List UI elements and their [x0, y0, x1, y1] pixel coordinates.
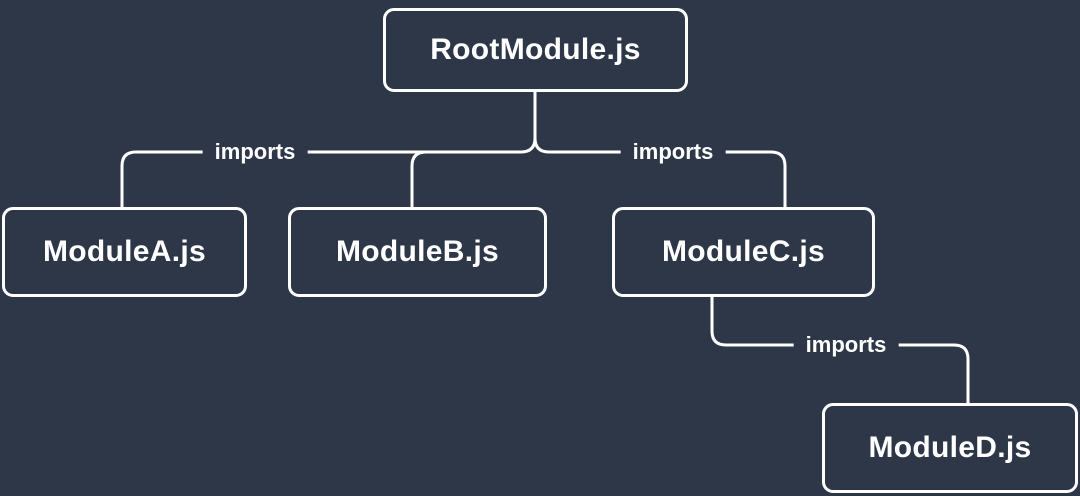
- node-module-d: ModuleD.js: [822, 403, 1078, 493]
- edge-label-imports-bottom: imports: [793, 330, 899, 360]
- node-root-module: RootModule.js: [383, 8, 688, 92]
- node-module-c: ModuleC.js: [612, 207, 875, 297]
- connector-root-to-moduleB: [410, 150, 428, 209]
- connector-root-to-moduleA: [120, 89, 537, 209]
- node-module-a: ModuleA.js: [2, 207, 247, 297]
- node-module-b: ModuleB.js: [288, 207, 547, 297]
- edge-label-imports-left: imports: [202, 137, 308, 167]
- edge-label-imports-right: imports: [620, 137, 726, 167]
